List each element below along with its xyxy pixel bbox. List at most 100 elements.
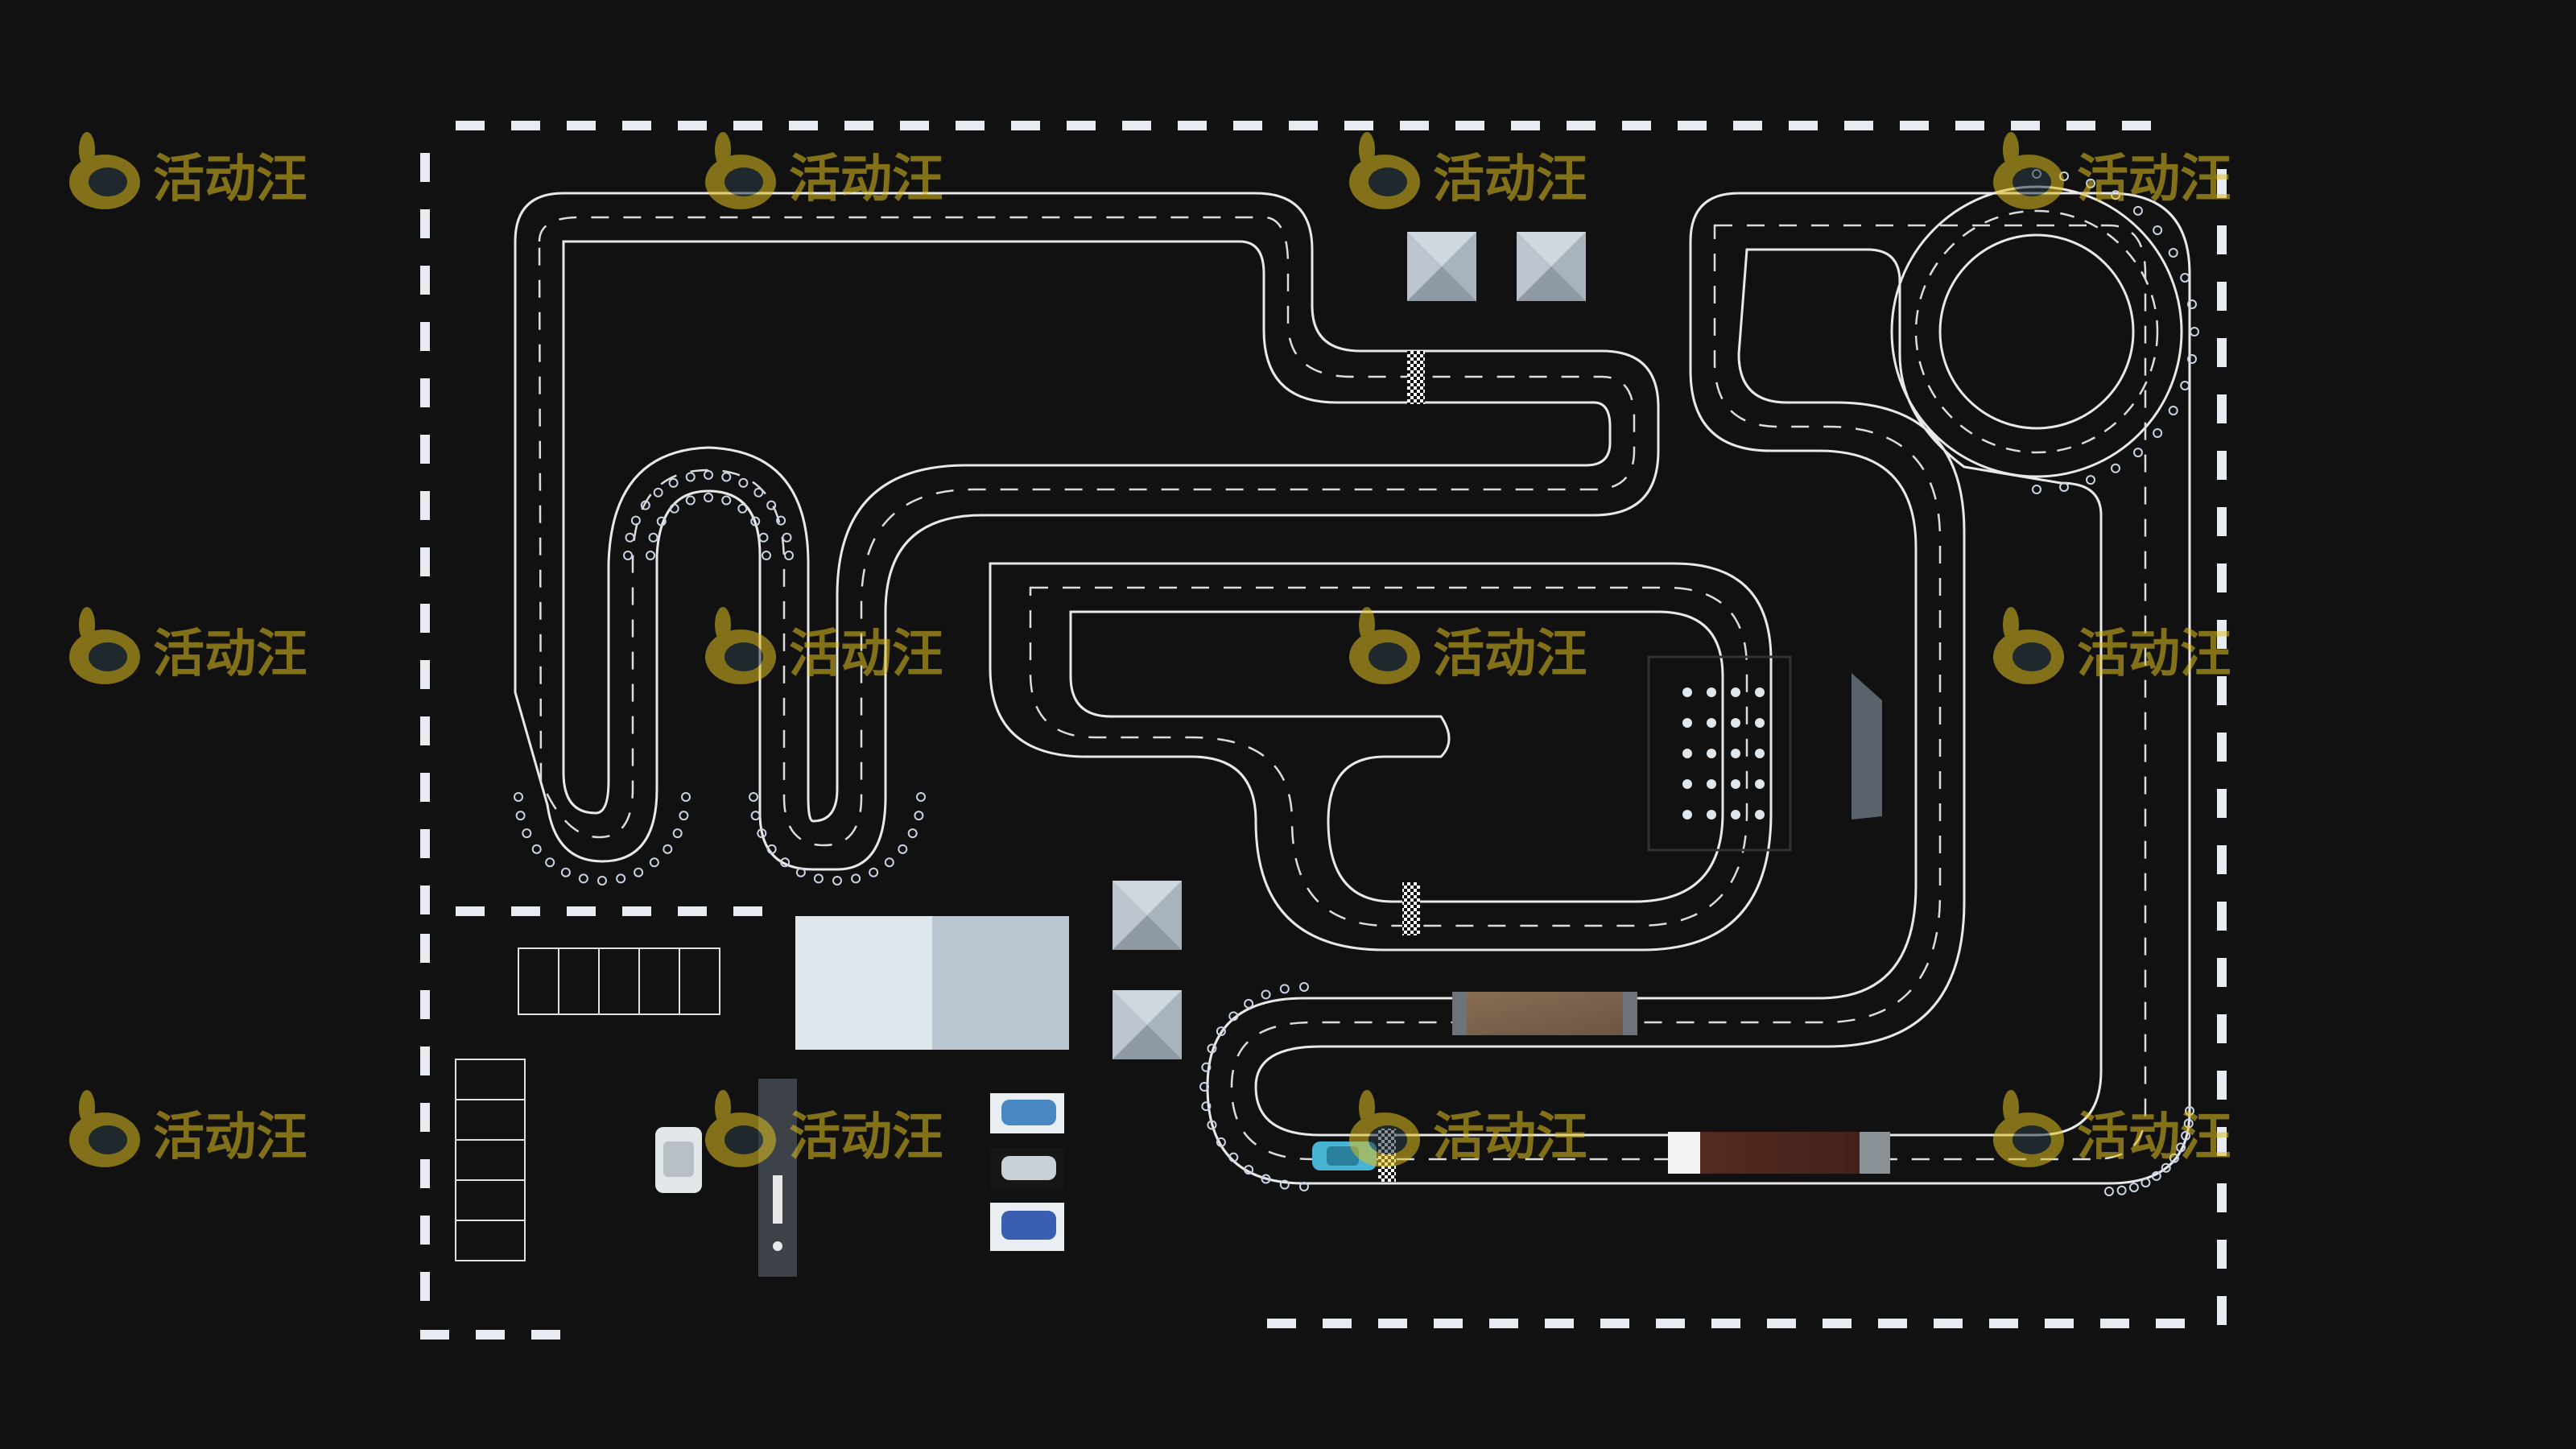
tire-barrier [1228,1152,1239,1162]
tire-barrier [782,532,792,543]
lane-markings [538,209,2159,1161]
fence-barrier [2066,121,2095,130]
tire-barrier [766,844,777,854]
watermark-text: 活动汪 [153,625,308,684]
tire-barrier [2161,1162,2171,1173]
tire-barrier [2168,248,2178,258]
fence-barrier [1545,1319,1574,1328]
garage-cone [1731,779,1740,789]
watermark: 活动汪 [1349,1090,1587,1167]
garage-cone [1755,687,1765,697]
fence-barrier [2122,121,2151,130]
tire-barrier [1279,1179,1290,1190]
fence-barrier [1378,1319,1407,1328]
tire-barrier [2180,381,2190,391]
tire-barrier [795,867,806,877]
fence-barrier [2217,958,2227,987]
tire-barrier [2104,1187,2114,1196]
fence-barrier [1489,1319,1518,1328]
fence-barrier [456,121,485,130]
tire-barrier [1216,1026,1226,1037]
parking-bays-vertical [455,1059,526,1261]
fence-barrier [420,1272,430,1301]
tire-barrier [2086,475,2096,485]
fence-barrier [2217,1071,2227,1100]
tire-barrier [2116,1185,2127,1195]
start-line-upper [1407,351,1425,404]
tire-barrier [721,495,732,506]
watermark-text: 活动汪 [1433,625,1587,684]
garage-cone [1755,810,1765,819]
lane-dash [1230,224,2147,1161]
road-edge [1254,248,2103,1137]
lane-dash [538,216,1636,847]
fence-barrier [2217,282,2227,311]
tire-barrier [2183,1118,2194,1129]
tire-barrier [884,857,894,868]
tire-barrier [704,493,713,502]
watermark-text: 活动汪 [789,1108,943,1167]
dirt-section [1452,992,1637,1035]
tire-barrier [685,495,696,506]
fence-barrier [2045,1319,2074,1328]
watermark-text: 活动汪 [2077,625,2231,684]
tire-barrier [2153,225,2163,236]
tire-barrier [2180,272,2190,283]
tire-barrier [578,873,588,884]
fence-barrier [531,1330,560,1340]
garage-cone [1731,718,1740,728]
dog-mascot-icon [1993,132,2064,209]
fence-barrier [1989,1319,2018,1328]
watermark: 活动汪 [1349,607,1587,684]
fence-barrier [956,121,985,130]
parking-bay [455,1220,526,1261]
fence-barrier [511,121,540,130]
tire-barrier [832,876,842,886]
fence-barrier [1511,121,1540,130]
tire-barrier [560,867,571,877]
watermark: 活动汪 [705,1090,943,1167]
tire-barrier [2128,1183,2139,1193]
fence-barrier [420,660,430,689]
fence-barrier [1011,121,1040,130]
tire-barrier [1199,1082,1209,1092]
garage-cone [1755,718,1765,728]
fence-barrier [844,121,873,130]
watermark: 活动汪 [705,132,943,209]
garage-cones [1682,687,1765,819]
fence-barrier [2156,1319,2185,1328]
fence-barrier [2217,225,2227,254]
tire-barrier [750,811,761,821]
tire-barrier [2185,1106,2194,1116]
fence-barrier [1711,1319,1740,1328]
road-edge [1206,192,2191,1185]
fence-barrier [511,906,540,916]
fence-barrier [1600,1319,1629,1328]
garage-cone [1707,718,1716,728]
fence-barrier [678,906,707,916]
tire-barrier [616,873,626,884]
tire-barrier [1244,998,1254,1009]
fence-barrier [733,121,762,130]
tire-barrier [2140,1178,2151,1188]
tire-barrier [681,792,691,802]
watermark-text: 活动汪 [789,150,943,209]
fence-barrier [2217,338,2227,367]
tire-barrier [2168,406,2178,415]
fence-barrier [420,153,430,182]
tire-barrier [869,867,879,877]
tire-barrier [653,487,663,497]
fence-barrier [1400,121,1429,130]
fence-barrier [2217,507,2227,536]
watermark: 活动汪 [1349,132,1587,209]
tire-barrier [914,811,924,821]
fence-barrier [456,906,485,916]
watermark: 活动汪 [69,1090,308,1167]
fence-barrier [900,121,929,130]
tire-barrier [737,503,748,514]
tire-barrier [663,844,673,854]
garage-cone [1731,810,1740,819]
fence-barrier [2217,1296,2227,1325]
fence-barrier [1733,121,1762,130]
lane-dash [1029,586,1748,927]
